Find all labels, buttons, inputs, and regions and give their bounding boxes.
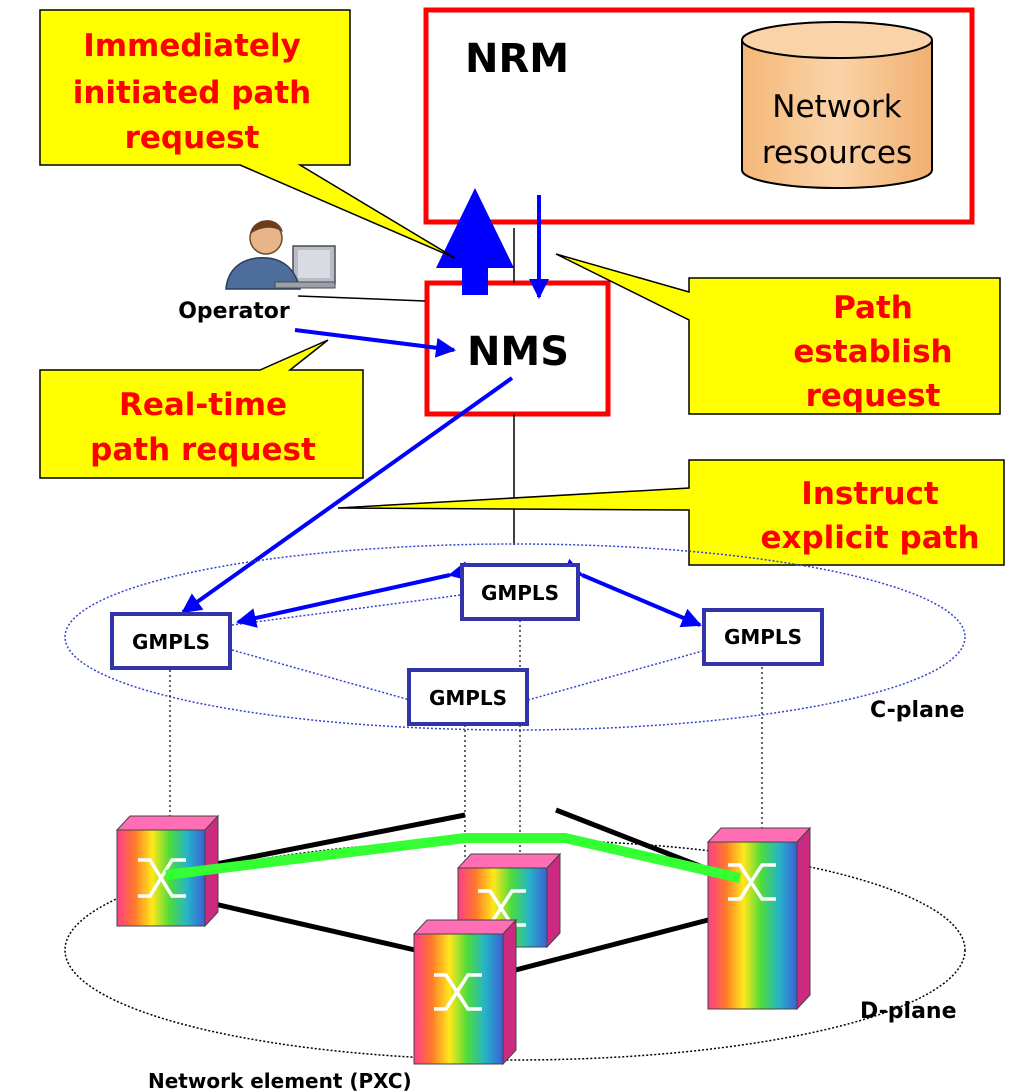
- gmpls-node-top: GMPLS: [460, 563, 580, 621]
- c-plane-label: C-plane: [870, 698, 965, 723]
- database-label-line2: resources: [762, 135, 912, 171]
- gmpls-node-bottom: GMPLS: [407, 668, 529, 726]
- svg-text:request: request: [806, 378, 941, 414]
- gmpls-node-right: GMPLS: [702, 608, 824, 666]
- svg-text:Instruct: Instruct: [801, 476, 939, 512]
- svg-text:Immediately: Immediately: [83, 28, 301, 64]
- operator-icon: [225, 220, 336, 290]
- svg-text:establish: establish: [793, 334, 952, 370]
- svg-text:GMPLS: GMPLS: [429, 686, 507, 710]
- immediate-request-arrow: [436, 188, 514, 295]
- callout-instruct-explicit-path: Instruct explicit path: [337, 459, 1005, 566]
- svg-text:request: request: [125, 120, 260, 156]
- nms-label: NMS: [467, 329, 569, 375]
- svg-text:initiated path: initiated path: [73, 75, 312, 111]
- c-plane-ellipse: [64, 543, 966, 731]
- pxc-node-right: [706, 826, 812, 1011]
- network-resources-database: Network resources: [741, 21, 933, 189]
- gmpls-link-left-center: [236, 561, 470, 628]
- svg-text:Real-time: Real-time: [119, 387, 287, 423]
- realtime-request-arrow: [294, 328, 456, 358]
- network-element-label: Network element (PXC): [148, 1069, 412, 1092]
- svg-text:GMPLS: GMPLS: [724, 625, 802, 649]
- svg-text:explicit path: explicit path: [760, 520, 979, 556]
- d-plane-label: D-plane: [860, 999, 957, 1024]
- svg-text:GMPLS: GMPLS: [132, 630, 210, 654]
- database-label-line1: Network: [772, 89, 901, 125]
- c-to-d-plane-links: [169, 615, 763, 1000]
- svg-text:Path: Path: [833, 290, 913, 326]
- callout-path-establish-request: Path establish request: [555, 253, 1001, 415]
- gmpls-node-left: GMPLS: [110, 612, 232, 670]
- established-path: [165, 833, 742, 883]
- nms-box: [424, 280, 611, 417]
- nrm-label: NRM: [465, 36, 569, 82]
- svg-text:path request: path request: [90, 432, 316, 468]
- d-plane-links: [205, 807, 711, 975]
- callout-realtime-request: Real-time path request: [39, 339, 364, 479]
- d-plane-ellipse: [64, 839, 966, 1061]
- gmpls-link-center-right: [561, 558, 702, 628]
- operator-nms-connector: [297, 295, 426, 302]
- pxc-node-bottom: [412, 918, 518, 1066]
- svg-text:GMPLS: GMPLS: [481, 581, 559, 605]
- operator-label: Operator: [178, 299, 290, 324]
- callout-immediate-request: Immediately initiated path request: [39, 9, 456, 259]
